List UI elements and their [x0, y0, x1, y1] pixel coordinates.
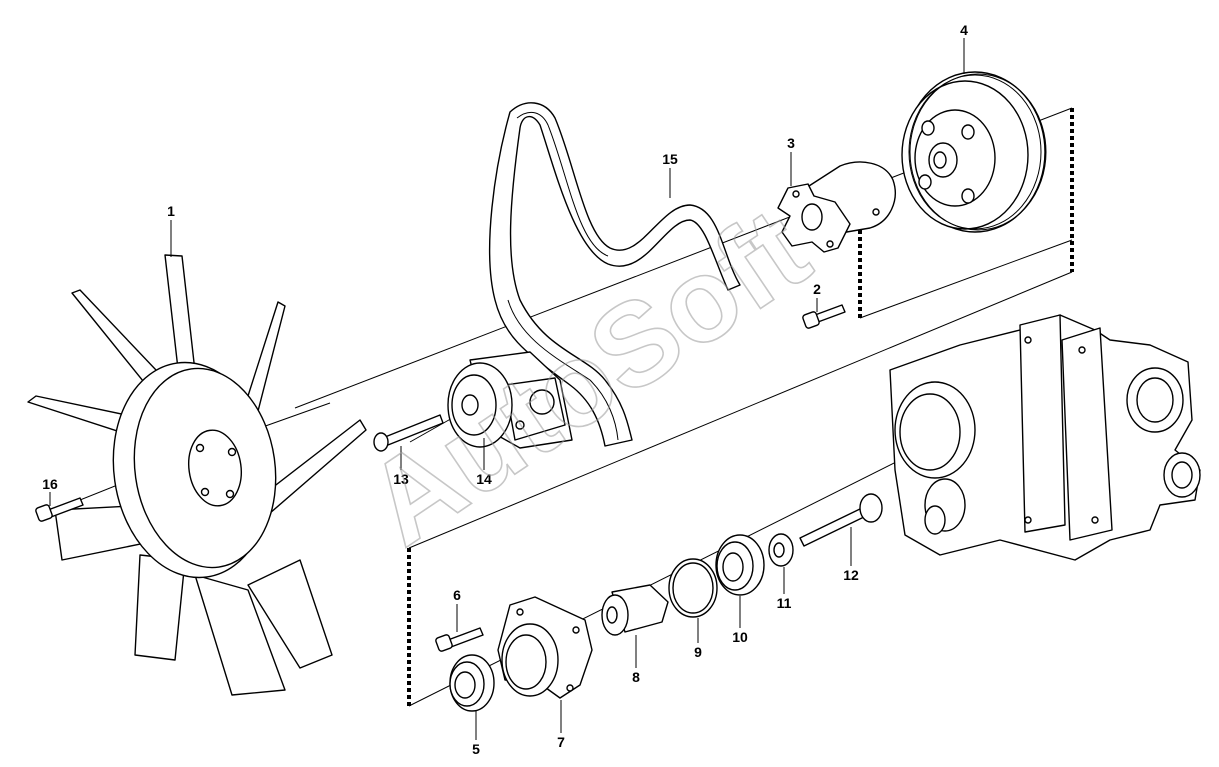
sleeve-icon — [601, 584, 669, 636]
callout-7: 7 — [557, 734, 565, 750]
washer-icon — [768, 533, 794, 567]
flange-icon — [777, 161, 896, 253]
fan-icon — [27, 254, 367, 696]
callout-1: 1 — [167, 203, 175, 219]
bolt-6-icon — [435, 627, 484, 652]
tensioner-icon — [447, 351, 573, 449]
callout-15: 15 — [662, 151, 678, 167]
dashed-frame-lines — [407, 108, 1074, 706]
callout-3: 3 — [787, 135, 795, 151]
bearing-5-icon — [449, 654, 495, 712]
callout-4: 4 — [960, 22, 968, 38]
bolt-16-icon — [35, 497, 84, 522]
callout-2: 2 — [813, 281, 821, 297]
leader-lines — [49, 38, 965, 740]
belt-icon — [488, 102, 741, 447]
ring-icon — [668, 558, 718, 618]
bolt-13-icon — [373, 414, 444, 452]
callout-8: 8 — [632, 669, 640, 685]
bolt-12-icon — [799, 493, 883, 547]
callout-5: 5 — [472, 741, 480, 757]
callout-numbers: 1 2 3 4 5 6 7 8 9 10 11 12 13 14 15 16 — [42, 22, 968, 757]
callout-14: 14 — [476, 471, 492, 487]
callout-9: 9 — [694, 644, 702, 660]
callout-13: 13 — [393, 471, 409, 487]
callout-6: 6 — [453, 587, 461, 603]
callout-11: 11 — [777, 595, 792, 611]
housing-icon — [497, 596, 593, 699]
callout-10: 10 — [732, 629, 748, 645]
callout-16: 16 — [42, 476, 58, 492]
bolt-2-icon — [802, 304, 846, 329]
engine-housing-icon — [889, 314, 1201, 561]
callout-12: 12 — [843, 567, 859, 583]
pulley-icon — [901, 71, 1047, 233]
bearing-10-icon — [715, 534, 765, 596]
